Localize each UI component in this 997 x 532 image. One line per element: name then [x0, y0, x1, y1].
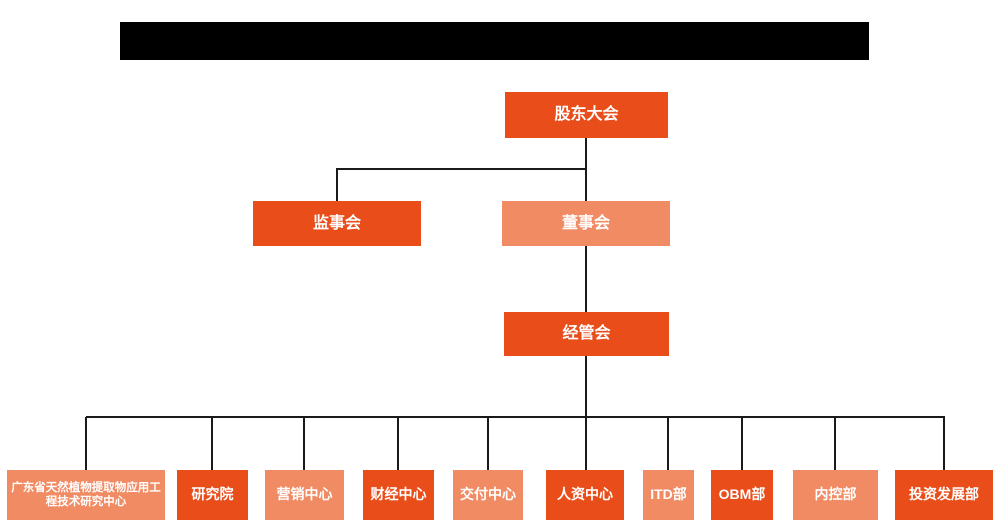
connector-drop: [834, 417, 836, 470]
connector-drop: [487, 417, 489, 470]
node-department-marketing-center: 营销中心: [265, 470, 344, 520]
connector-drop: [397, 417, 399, 470]
node-board-of-directors: 董事会: [502, 201, 670, 246]
node-department-research-center: 广东省天然植物提取物应用工程技术研究中心: [7, 470, 165, 520]
connector-branch-horizontal: [336, 168, 587, 170]
connector-drop: [741, 417, 743, 470]
connector-department-bus: [86, 416, 945, 418]
connector-drop: [943, 417, 945, 470]
node-department-delivery-center: 交付中心: [453, 470, 523, 520]
node-department-itd: ITD部: [643, 470, 694, 520]
connector-drop: [211, 417, 213, 470]
node-shareholders-meeting: 股东大会: [505, 92, 668, 138]
node-management-committee: 经管会: [504, 312, 669, 356]
connector-drop: [667, 417, 669, 470]
connector-board-to-management: [585, 246, 587, 312]
node-department-hr-center: 人资中心: [546, 470, 624, 520]
node-department-finance-center: 财经中心: [363, 470, 434, 520]
node-department-internal-control: 内控部: [793, 470, 878, 520]
connector-drop: [303, 417, 305, 470]
node-department-obm: OBM部: [711, 470, 773, 520]
node-supervisory-board: 监事会: [253, 201, 421, 246]
connector-drop: [585, 417, 587, 470]
connector-to-supervisory: [336, 168, 338, 201]
connector-drop: [85, 417, 87, 470]
node-department-investment-development: 投资发展部: [895, 470, 993, 520]
title-redaction-bar: [120, 22, 869, 60]
connector-management-to-bus: [585, 356, 587, 418]
node-department-research-institute: 研究院: [177, 470, 248, 520]
